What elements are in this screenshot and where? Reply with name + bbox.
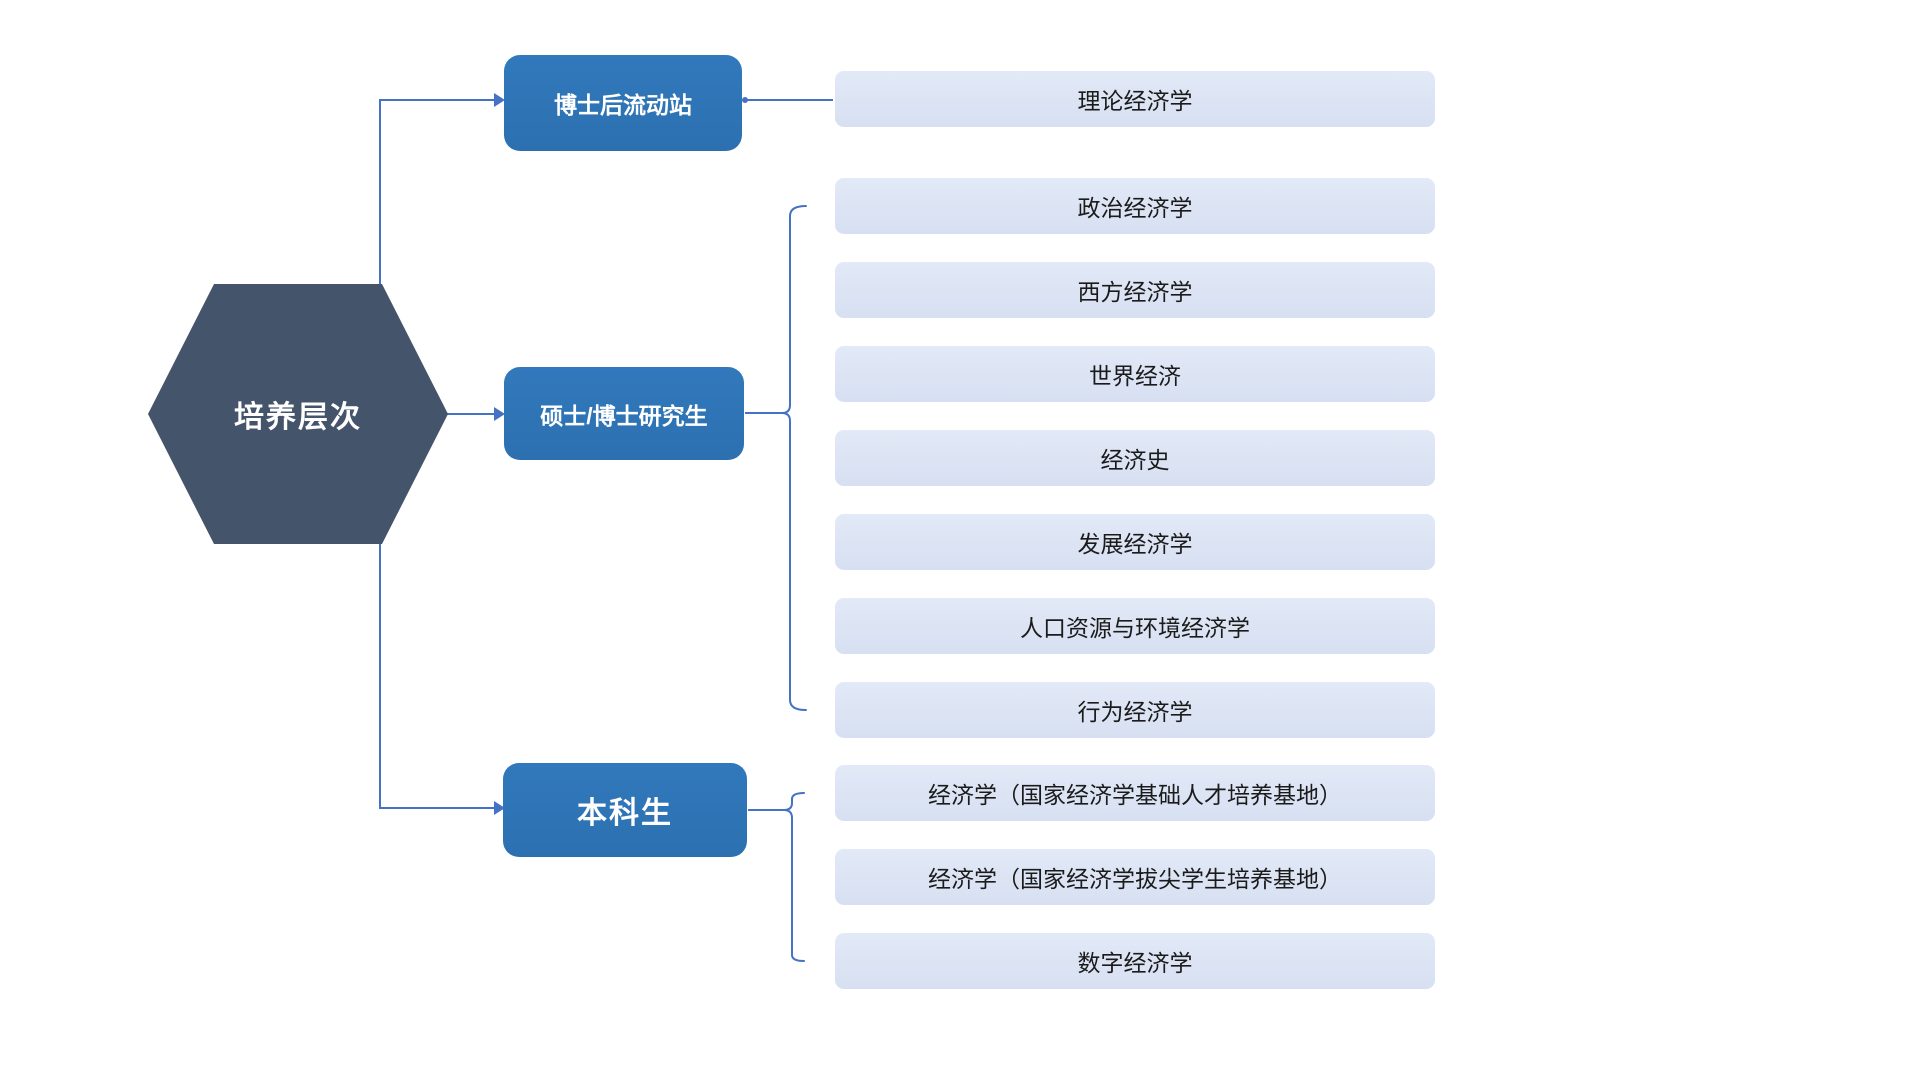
connector-dot	[742, 97, 748, 103]
program-node: 西方经济学	[835, 262, 1435, 318]
level-node-label: 本科生	[577, 797, 673, 830]
program-node: 行为经济学	[835, 682, 1435, 738]
level-node-graduate: 硕士/博士研究生	[504, 367, 744, 460]
program-node: 经济史	[835, 430, 1435, 486]
program-node: 世界经济	[835, 346, 1435, 402]
program-node: 数字经济学	[835, 933, 1435, 989]
root-node-label: 培养层次	[234, 401, 362, 434]
program-node: 经济学（国家经济学基础人才培养基地）	[835, 765, 1435, 821]
connector-elbow-undergrad	[379, 541, 494, 809]
level-node-postdoc: 博士后流动站	[504, 55, 742, 151]
level-node-label: 硕士/博士研究生	[540, 402, 708, 429]
program-node: 人口资源与环境经济学	[835, 598, 1435, 654]
program-node: 理论经济学	[835, 71, 1435, 127]
program-node: 政治经济学	[835, 178, 1435, 234]
program-node: 发展经济学	[835, 514, 1435, 570]
brace-undergrad	[783, 792, 805, 962]
level-node-undergraduate: 本科生	[503, 763, 747, 857]
brace-grad	[781, 205, 807, 711]
program-node: 经济学（国家经济学拔尖学生培养基地）	[835, 849, 1435, 905]
connector-elbow-postdoc	[379, 99, 494, 287]
level-node-label: 博士后流动站	[554, 92, 692, 118]
root-node-hexagon: 培养层次	[148, 284, 448, 544]
